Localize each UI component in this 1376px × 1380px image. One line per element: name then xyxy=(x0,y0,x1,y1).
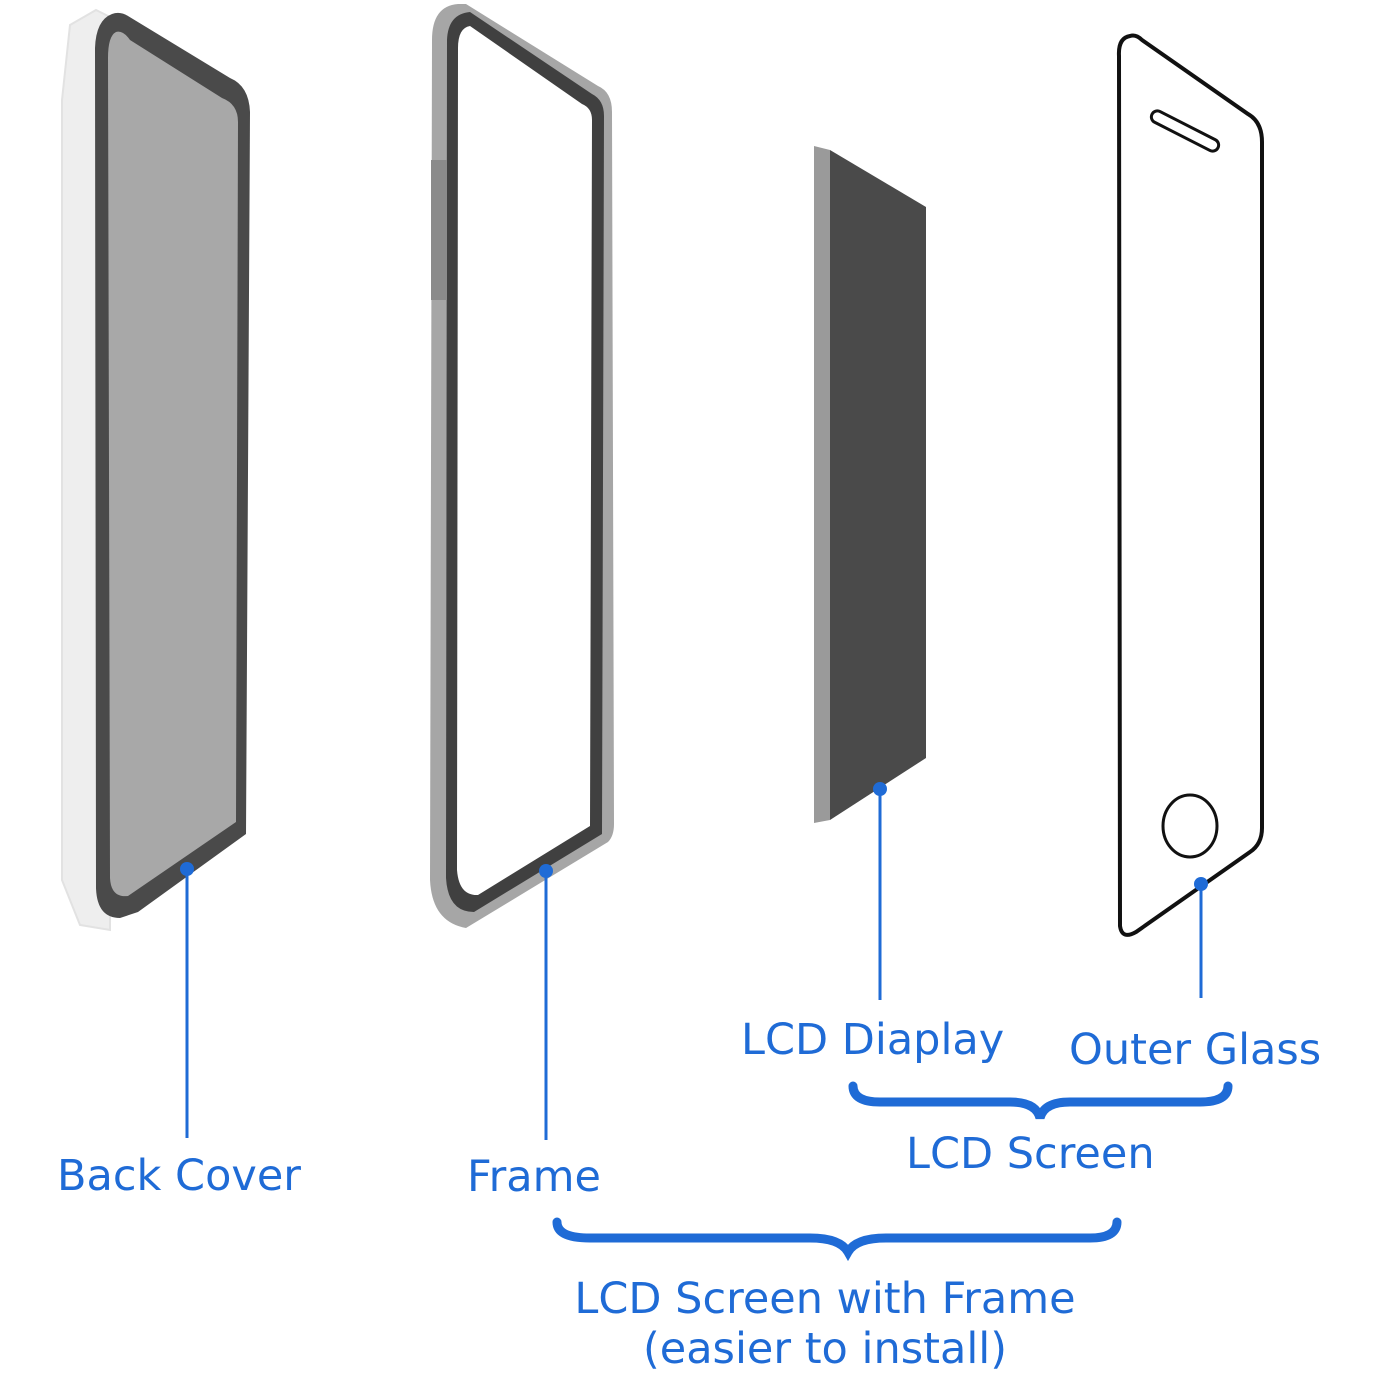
leader-lines xyxy=(180,782,1208,1140)
outer-glass-outline xyxy=(1116,33,1264,937)
home-button-ring xyxy=(1161,793,1219,859)
back-cover-panel xyxy=(108,31,238,897)
brackets xyxy=(552,1081,1233,1262)
lcd-screen-with-frame-bracket xyxy=(552,1217,1122,1262)
outer-glass-label: Outer Glass xyxy=(1069,1025,1322,1075)
lcd-display-dot xyxy=(873,782,887,796)
lcd-display-label: LCD Diaplay xyxy=(741,1015,1005,1065)
lcd-screen-label: LCD Screen xyxy=(906,1129,1155,1179)
lcd-display-part xyxy=(814,146,926,823)
lcd-display-panel xyxy=(830,150,926,820)
frame-side-button xyxy=(431,160,447,300)
frame-opening xyxy=(457,26,592,896)
back-cover-dot xyxy=(180,862,194,876)
frame-label: Frame xyxy=(467,1152,601,1202)
back-cover-part xyxy=(61,8,250,932)
frame-part xyxy=(430,4,614,928)
frame-dot xyxy=(539,864,553,878)
back-cover-label: Back Cover xyxy=(57,1151,301,1201)
outer-glass-dot xyxy=(1194,877,1208,891)
lcd-screen-bracket xyxy=(848,1081,1233,1120)
lcd-display-edge xyxy=(814,146,830,823)
outer-glass-part xyxy=(1116,33,1264,937)
speaker-slot xyxy=(1149,109,1221,153)
easier-to-install-note: (easier to install) xyxy=(642,1324,1008,1374)
lcd-screen-with-frame-label: LCD Screen with Frame xyxy=(574,1274,1076,1324)
